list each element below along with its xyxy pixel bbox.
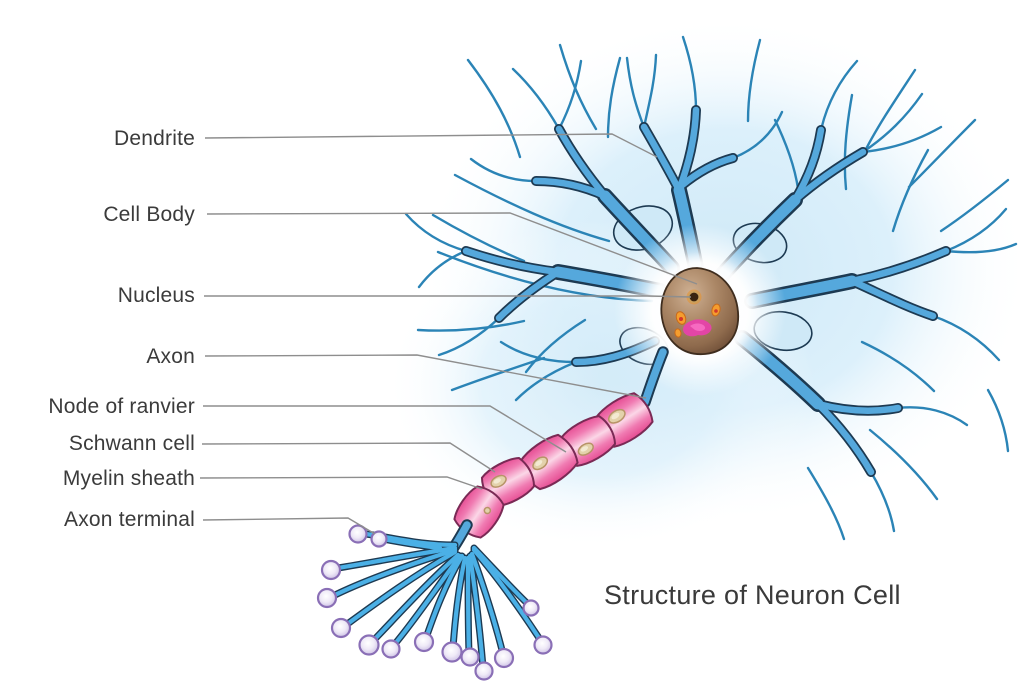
terminal-bulb <box>381 639 401 659</box>
myelin-sheath-segments <box>453 392 654 539</box>
leader-lines <box>199 133 698 535</box>
terminal-bulb <box>330 617 352 639</box>
label-axon: Axon <box>146 345 195 368</box>
leader-line-axon-terminal <box>202 517 376 535</box>
terminal-bulb <box>522 599 540 617</box>
terminal-bulb <box>441 641 463 663</box>
terminal-bulb <box>320 559 342 581</box>
label-schwann-cell: Schwann cell <box>68 432 195 455</box>
terminal-bulb <box>348 524 368 544</box>
leader-line-schwann-cell <box>201 442 496 473</box>
diagram-title: Structure of Neuron Cell <box>604 580 901 610</box>
label-axon-terminal: Axon terminal <box>64 508 195 531</box>
label-dendrite: Dendrite <box>114 127 195 150</box>
terminal-bulb <box>413 631 435 653</box>
leader-line-myelin-sheath <box>199 476 483 490</box>
organelle-spots <box>674 303 721 338</box>
terminal-bulbs <box>316 524 553 681</box>
leader-line-cell-body <box>206 212 698 285</box>
terminal-bulb <box>533 635 553 655</box>
axon-terminal-branches <box>316 524 553 681</box>
label-myelin-sheath: Myelin sheath <box>62 467 195 490</box>
leader-line-nucleus <box>204 295 692 298</box>
label-node-of-ranvier: Node of ranvier <box>48 395 195 418</box>
terminal-bulb <box>474 661 494 681</box>
terminal-bulb <box>358 634 380 656</box>
leader-line-axon <box>204 354 647 399</box>
terminal-bulb <box>370 530 388 548</box>
terminal-bulb <box>316 587 338 609</box>
schwann-nucleus-spot <box>483 506 492 515</box>
terminal-bulb <box>460 647 480 667</box>
terminal-bulb <box>493 647 515 669</box>
label-nucleus: Nucleus <box>117 284 195 307</box>
leader-line-node-of-ranvier <box>203 405 567 453</box>
dendrite-thin-tips <box>404 35 1018 541</box>
nucleolus-pink-blob <box>683 319 712 337</box>
leader-line-dendrite <box>204 133 658 158</box>
label-cell-body: Cell Body <box>103 203 195 226</box>
